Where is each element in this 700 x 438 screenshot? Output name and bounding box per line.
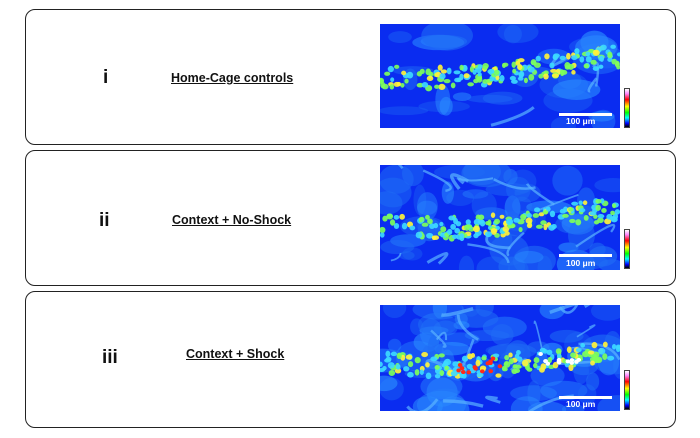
scale-bar bbox=[559, 254, 612, 257]
condition-label: Context + No-Shock bbox=[172, 213, 292, 227]
micrograph: 100 μm bbox=[380, 305, 620, 411]
condition-label: Home-Cage controls bbox=[171, 71, 294, 85]
scale-bar-label: 100 μm bbox=[566, 399, 596, 409]
color-scale-bar bbox=[624, 88, 630, 128]
color-scale-bar bbox=[624, 229, 630, 269]
micrograph: 100 μm bbox=[380, 165, 620, 270]
panel-home-cage: i Home-Cage controls 100 μm bbox=[25, 9, 676, 145]
condition-label: Context + Shock bbox=[186, 347, 285, 361]
panel-numeral: i bbox=[103, 67, 109, 88]
panel-numeral: iii bbox=[102, 347, 118, 368]
panel-context-no-shock: ii Context + No-Shock 100 μm bbox=[25, 150, 676, 286]
color-scale-bar bbox=[624, 370, 630, 410]
scale-bar-label: 100 μm bbox=[566, 258, 596, 268]
micrograph: 100 μm bbox=[380, 24, 620, 128]
panel-numeral: ii bbox=[99, 210, 110, 231]
panel-context-shock: iii Context + Shock 100 μm bbox=[25, 291, 676, 428]
scale-bar-label: 100 μm bbox=[566, 116, 596, 126]
scale-bar bbox=[559, 113, 612, 116]
scale-bar bbox=[559, 396, 612, 399]
